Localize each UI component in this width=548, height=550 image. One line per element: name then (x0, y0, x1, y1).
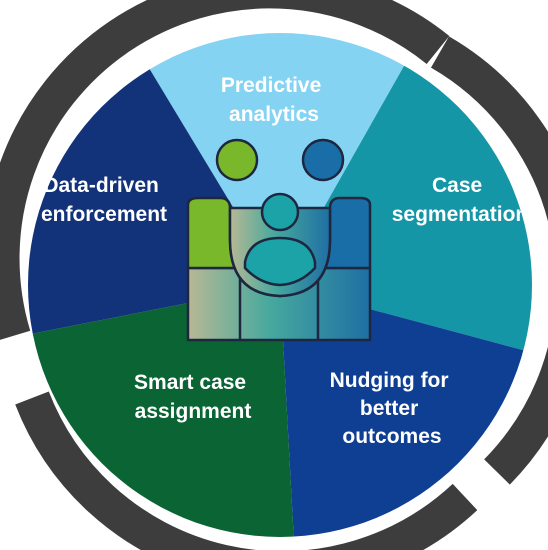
label-nudging: Nudging for better outcomes (330, 369, 455, 448)
family-group-icon (186, 138, 372, 342)
outer-ring-arc-bottom (15, 391, 478, 550)
outer-ring-arc-right (430, 36, 548, 485)
label-predictive-analytics: Predictive analytics (221, 74, 327, 126)
outer-ring-arc-top (0, 0, 450, 340)
segment-predictive-analytics (120, 33, 430, 285)
label-data-driven-enforcement: Data-driven enforcement (41, 174, 167, 226)
label-smart-case-assignment: Smart case assignment (134, 371, 252, 423)
label-case-segmentation: Case segmentation (392, 174, 529, 226)
